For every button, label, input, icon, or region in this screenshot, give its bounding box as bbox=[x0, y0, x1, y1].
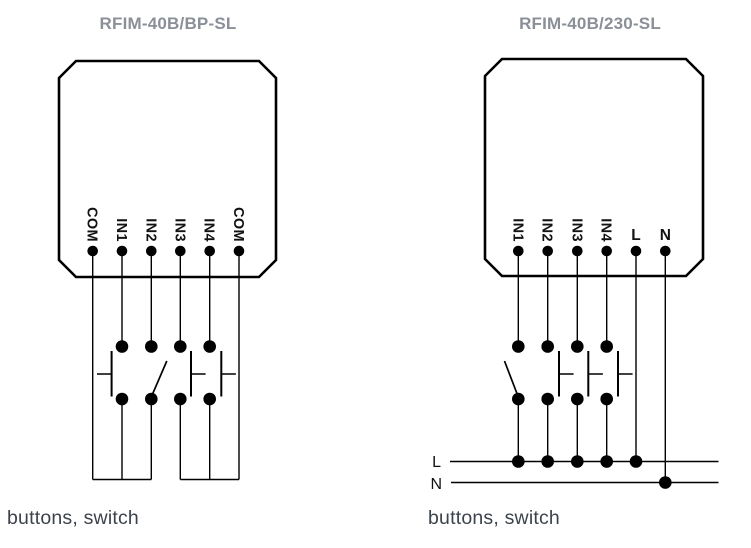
left-terminal-label-in1: IN1 bbox=[113, 218, 129, 242]
contact-dot bbox=[541, 340, 554, 353]
right-terminal-label-in2: IN2 bbox=[539, 218, 555, 242]
terminal-dot bbox=[513, 245, 524, 257]
left-contact-dots bbox=[115, 340, 216, 406]
contact-dot bbox=[571, 340, 584, 353]
contact-dot bbox=[115, 340, 129, 353]
contact-dot bbox=[203, 392, 216, 406]
left-terminal-label-in4: IN4 bbox=[201, 218, 217, 242]
right-diagram-title: RFIM-40B/230-SL bbox=[519, 14, 661, 33]
switch-blade bbox=[503, 360, 520, 398]
terminal-dot bbox=[87, 245, 98, 257]
junction-dot bbox=[571, 455, 584, 468]
contact-dot bbox=[600, 392, 613, 406]
left-push-button-in4 bbox=[220, 351, 236, 397]
left-terminal-label-in3: IN3 bbox=[171, 218, 187, 242]
terminal-dot bbox=[630, 245, 642, 257]
right-switch-in1 bbox=[503, 360, 520, 398]
left-device-box bbox=[57, 59, 278, 279]
junction-dot bbox=[659, 476, 672, 489]
contact-dot bbox=[203, 340, 216, 353]
left-terminal-label-com-1: COM bbox=[84, 207, 100, 242]
right-terminal-labels: IN1 IN2 IN3 IN4 L N bbox=[509, 218, 671, 244]
terminal-dot bbox=[572, 245, 583, 257]
terminal-dot bbox=[175, 245, 186, 257]
left-diagram-title: RFIM-40B/BP-SL bbox=[100, 14, 237, 33]
contact-dot bbox=[571, 392, 584, 406]
right-push-button-in4 bbox=[617, 351, 633, 397]
right-caption: buttons, switch bbox=[428, 507, 560, 529]
contact-dot bbox=[512, 340, 525, 353]
left-diagram: RFIM-40B/BP-SL bbox=[7, 14, 278, 529]
left-push-button-in1 bbox=[97, 351, 113, 397]
right-push-button-in3 bbox=[587, 351, 603, 397]
contact-dot bbox=[512, 392, 525, 406]
left-terminal-labels: COM IN1 IN2 IN3 IN4 COM bbox=[84, 207, 246, 242]
bus-label-live: L bbox=[432, 454, 441, 471]
right-wires bbox=[450, 251, 719, 484]
right-terminal-label-in4: IN4 bbox=[598, 218, 614, 242]
terminal-dot bbox=[116, 245, 128, 257]
contact-dot bbox=[600, 340, 613, 353]
junction-dot bbox=[629, 455, 643, 468]
left-caption: buttons, switch bbox=[7, 507, 139, 529]
junction-dot bbox=[600, 455, 613, 468]
right-junction-dots bbox=[512, 455, 672, 489]
terminal-dot bbox=[601, 245, 612, 257]
terminal-dot bbox=[233, 245, 245, 257]
junction-dot bbox=[512, 455, 525, 468]
right-terminal-dots bbox=[513, 245, 671, 257]
right-push-button-in2 bbox=[558, 351, 574, 397]
left-terminal-label-com-2: COM bbox=[230, 207, 246, 242]
terminal-dot bbox=[146, 245, 157, 257]
left-wires bbox=[92, 251, 240, 481]
contact-dot bbox=[174, 340, 187, 353]
contact-dot bbox=[145, 340, 158, 353]
right-diagram: RFIM-40B/230-SL bbox=[428, 14, 719, 529]
left-terminal-dots bbox=[87, 245, 245, 257]
right-contact-dots bbox=[512, 340, 613, 406]
right-device-box bbox=[483, 57, 705, 278]
right-terminal-label-n: N bbox=[660, 227, 671, 244]
left-push-button-in3 bbox=[190, 351, 206, 397]
contact-dot bbox=[145, 392, 158, 406]
right-terminal-label-in3: IN3 bbox=[568, 218, 584, 242]
left-terminal-label-in2: IN2 bbox=[142, 218, 158, 242]
contact-dot bbox=[541, 392, 554, 406]
terminal-dot bbox=[660, 245, 671, 257]
right-terminal-label-in1: IN1 bbox=[509, 218, 525, 242]
left-switch-in2 bbox=[150, 360, 168, 398]
switch-blade bbox=[150, 360, 168, 398]
contact-dot bbox=[174, 392, 187, 406]
right-terminal-label-l: L bbox=[631, 227, 640, 244]
terminal-dot bbox=[542, 245, 553, 257]
junction-dot bbox=[541, 455, 554, 468]
bus-label-neutral: N bbox=[430, 476, 442, 493]
contact-dot bbox=[115, 392, 129, 406]
terminal-dot bbox=[204, 245, 215, 257]
